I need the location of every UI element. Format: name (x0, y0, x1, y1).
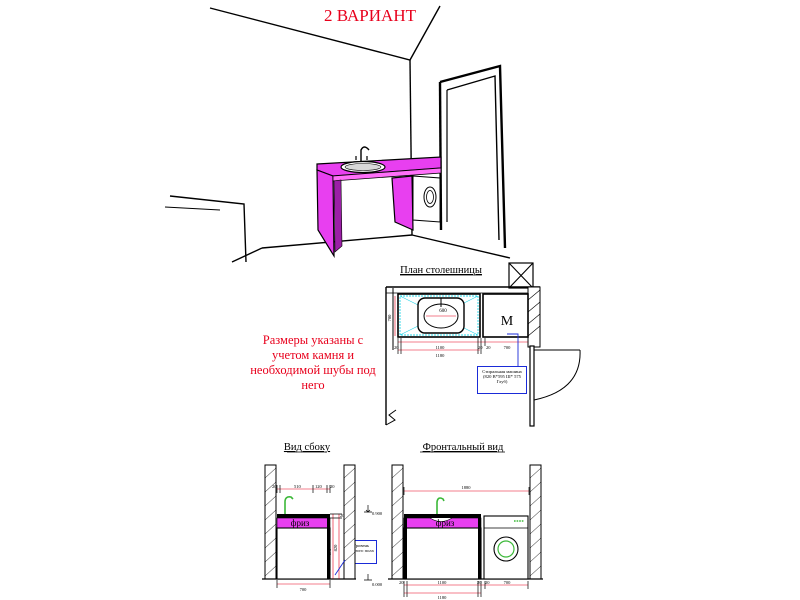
front-dim-3: 20 (477, 580, 482, 585)
side-dim-2: 510 (294, 484, 302, 489)
plan-dim-4: 20 (486, 345, 491, 350)
front-view-heading: Фронтальный вид (423, 442, 504, 453)
vanity-perspective (316, 146, 442, 259)
sink-width-label: 600 (439, 309, 447, 314)
front-dim-2: 1100 (438, 580, 448, 585)
dimension-note: Размеры указаны с учетом камня и необход… (250, 333, 376, 392)
front-dim-total: 1180 (438, 595, 448, 600)
page-title: 2 ВАРИАНТ (324, 6, 416, 25)
side-height-1: 670 (327, 548, 332, 556)
side-dim-4: 20 (330, 484, 335, 489)
front-view: Фронтальный вид 1880 фриз 20 1100 2 (388, 442, 543, 600)
plan-heading: План столешницы (400, 265, 482, 276)
side-height-2: 820 (333, 544, 338, 552)
front-dim-4: 20 (485, 580, 490, 585)
side-bottom-dim: 700 (300, 587, 308, 592)
level-mark-bottom: 0.000 (372, 582, 383, 587)
machine-letter: М (501, 314, 514, 329)
front-dim-1: 20 (399, 580, 404, 585)
plan-depth-label: 700 (387, 314, 392, 322)
plan-dim-3: 20 (478, 345, 483, 350)
front-frieze-label: фриз (436, 518, 455, 528)
side-view-heading: Вид сбоку (284, 442, 331, 453)
plan-view: План столешницы 600 М 700 (385, 262, 581, 427)
side-dim-3: 120 (315, 484, 323, 489)
washing-machine-callout: Стиральная машина (820 В*595 Ш* 575 Глуб… (477, 366, 527, 394)
front-top-dim: 1880 (462, 485, 472, 490)
side-dim-1: 20 (272, 484, 277, 489)
plan-dim-total: 1180 (436, 353, 446, 358)
side-height-3: 20 (340, 513, 344, 518)
side-frieze-label: фриз (291, 518, 310, 528)
side-view: Вид сбоку 20 510 120 20 фриз 670 820 20 … (262, 442, 383, 592)
level-mark-top: 0.900 (372, 511, 383, 516)
front-dim-5: 700 (504, 580, 512, 585)
plan-dim-5: 700 (504, 345, 512, 350)
plan-dim-2: 1100 (436, 345, 446, 350)
plan-dim-1: 20 (394, 345, 399, 350)
